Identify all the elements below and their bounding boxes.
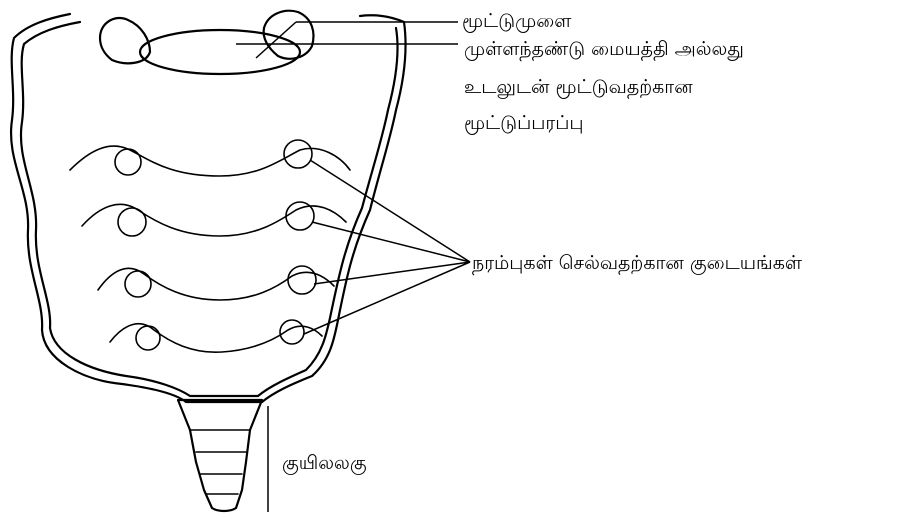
foramen-right-1 [284,140,312,168]
label-coccyx: குயிலலகு [282,448,367,478]
label-foramina: நரம்புகள் செல்வதற்கான குடையங்கள் [472,248,802,278]
foramen-right-3 [288,266,316,294]
body-articular-surface [140,30,300,74]
sacrum-outline [11,14,406,402]
coccyx-shape [178,400,262,511]
transverse-ridge-3 [98,266,334,300]
foramen-left-1 [115,149,141,175]
foramen-left-2 [118,208,146,236]
foramen-left-3 [125,271,151,297]
transverse-ridge-2 [82,202,346,236]
foramen-right-4 [280,320,304,344]
transverse-ridge-1 [70,140,350,176]
foramen-left-4 [136,326,160,350]
label-body-surface-line1: முள்ளந்தண்டு மையத்தி அல்லது [464,34,744,64]
leader-foramina [304,160,470,334]
foramen-right-2 [286,202,314,230]
label-body-surface-line2: உடலுடன் மூட்டுவதற்கான [464,72,693,102]
label-articular-process: மூட்டுமுளை [462,6,571,36]
label-body-surface-line3: மூட்டுப்பரப்பு [464,108,584,138]
transverse-ridge-4 [110,320,322,352]
